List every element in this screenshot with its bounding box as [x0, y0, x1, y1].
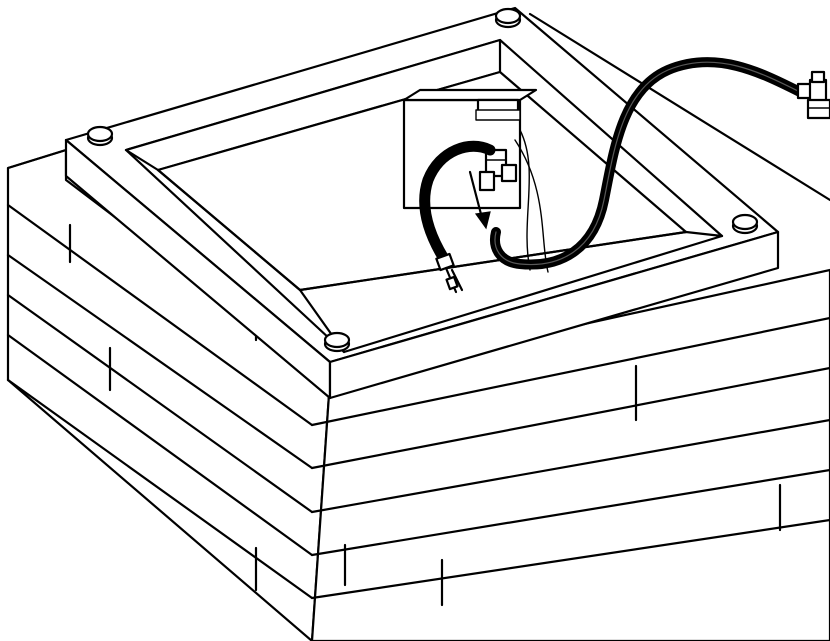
gas-valve: [478, 148, 518, 192]
gas-supply-hose: [490, 57, 805, 270]
corner-cap-top: [494, 7, 522, 29]
enclosure-top-edge-left: [6, 148, 68, 170]
hose-fitting: [435, 252, 464, 294]
valve-to-burner-hose: [419, 140, 496, 268]
wire-1: [519, 129, 531, 271]
enclosure-top-edge-right: [528, 12, 830, 202]
corner-cap-front: [323, 331, 351, 353]
arrow-down-icon: [468, 170, 491, 230]
gas-regulator-icon: [796, 70, 830, 120]
corner-cap-right: [731, 213, 759, 235]
corner-cap-left: [86, 125, 114, 147]
hose-highlight: [494, 61, 801, 266]
